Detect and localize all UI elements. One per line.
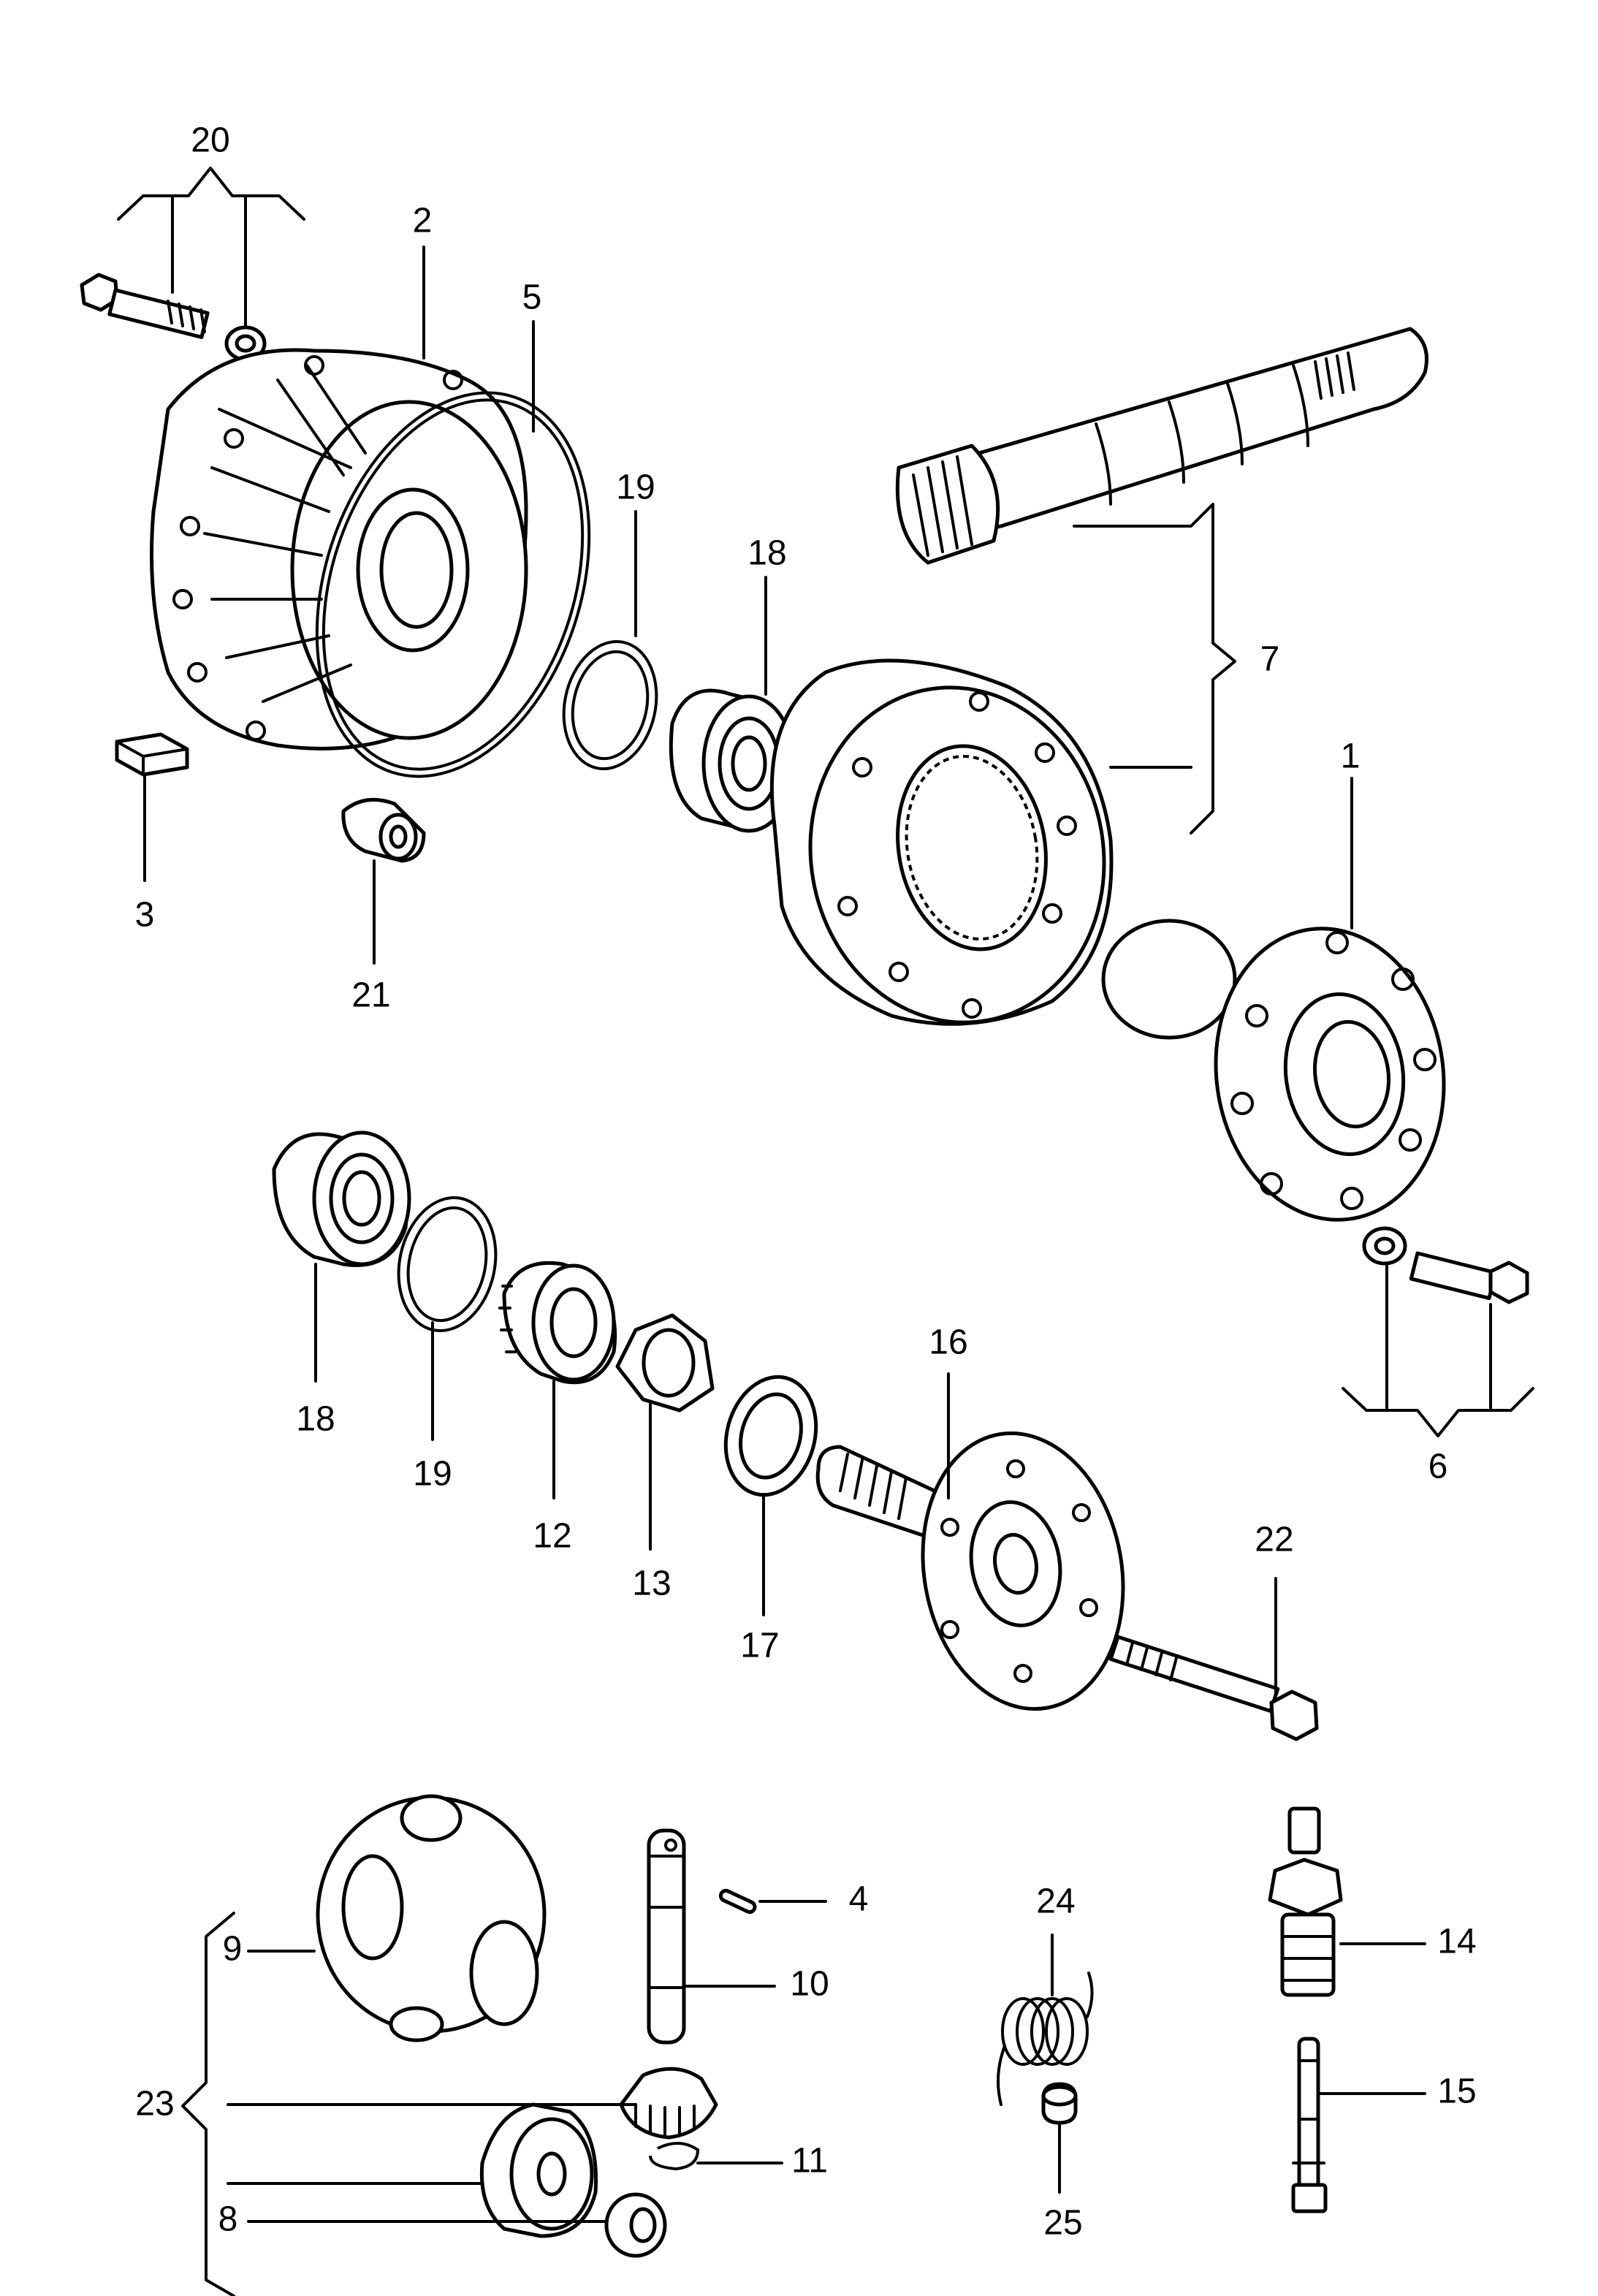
- callout-23: 23: [135, 2085, 174, 2124]
- callout-22: 22: [1255, 1521, 1293, 1559]
- callout-1: 1: [1341, 737, 1361, 776]
- part-23-bevel-gear: [619, 2067, 718, 2140]
- part-21-bushing: [341, 797, 426, 863]
- callout-labels: 20 2 5 19 18 7 1 3 21 18 19 12 13 17 16 …: [135, 121, 1477, 2243]
- part-5-o-ring: [315, 391, 591, 778]
- callout-16: 16: [929, 1323, 967, 1362]
- callout-18-top: 18: [747, 534, 786, 573]
- callout-5: 5: [522, 278, 542, 317]
- part-12-splined-sleeve: [498, 1261, 617, 1385]
- part-19-shim-top: [562, 639, 658, 771]
- part-11-circlip: [649, 2142, 700, 2171]
- part-15-drive-pinion: [1291, 2037, 1328, 2213]
- part-3-key: [115, 732, 189, 777]
- callout-25: 25: [1043, 2204, 1082, 2243]
- part-9-diff-case: [316, 1794, 547, 2042]
- callout-19-top: 19: [616, 468, 655, 507]
- callout-3: 3: [135, 896, 155, 935]
- callout-13: 13: [632, 1565, 671, 1603]
- callout-20: 20: [191, 121, 229, 160]
- callout-12: 12: [533, 1517, 571, 1556]
- callout-17: 17: [740, 1627, 779, 1665]
- part-24-spring: [997, 1972, 1094, 2106]
- part-23-spider-gear: [479, 2102, 598, 2238]
- part-8-thrust-washer: [604, 2192, 667, 2258]
- part-4-roll-pin: [718, 1888, 757, 1915]
- part-7-pinion-shaft: [895, 327, 1428, 565]
- callout-8: 8: [218, 2200, 238, 2239]
- callout-14: 14: [1437, 1923, 1476, 1961]
- callout-6: 6: [1428, 1448, 1448, 1486]
- leader-lines: [117, 167, 1534, 2296]
- part-6-lock-washer: [1362, 1226, 1407, 1266]
- callout-15: 15: [1437, 2072, 1476, 2111]
- part-18-bearing-mid: [272, 1130, 411, 1267]
- callout-21: 21: [351, 976, 390, 1015]
- callout-10: 10: [790, 1965, 829, 2004]
- part-7-ring-gear: [769, 658, 1114, 1026]
- part-1-diff-housing: [1101, 919, 1446, 1222]
- part-2-cover: [150, 348, 528, 750]
- callout-4: 4: [849, 1880, 869, 1919]
- callout-18-mid: 18: [296, 1400, 335, 1439]
- part-6-bolt: [1409, 1251, 1529, 1304]
- part-14-sender: [1268, 1806, 1343, 1997]
- callout-24: 24: [1036, 1882, 1075, 1921]
- part-10-pin-shaft: [647, 1828, 686, 2045]
- part-20-bolt: [80, 273, 210, 339]
- callout-2: 2: [413, 202, 433, 240]
- callout-19-mid: 19: [413, 1455, 452, 1494]
- part-18-bearing-top: [669, 688, 796, 833]
- part-16-flange-shaft: [815, 1431, 1125, 1711]
- callout-7: 7: [1260, 640, 1280, 679]
- part-13-hex-nut: [615, 1313, 715, 1413]
- part-22-long-bolt: [1108, 1635, 1319, 1741]
- part-17-shaft-seal: [723, 1375, 818, 1497]
- callout-11: 11: [791, 2142, 828, 2181]
- callout-9: 9: [223, 1930, 243, 1969]
- part-25-plug: [1041, 2082, 1078, 2125]
